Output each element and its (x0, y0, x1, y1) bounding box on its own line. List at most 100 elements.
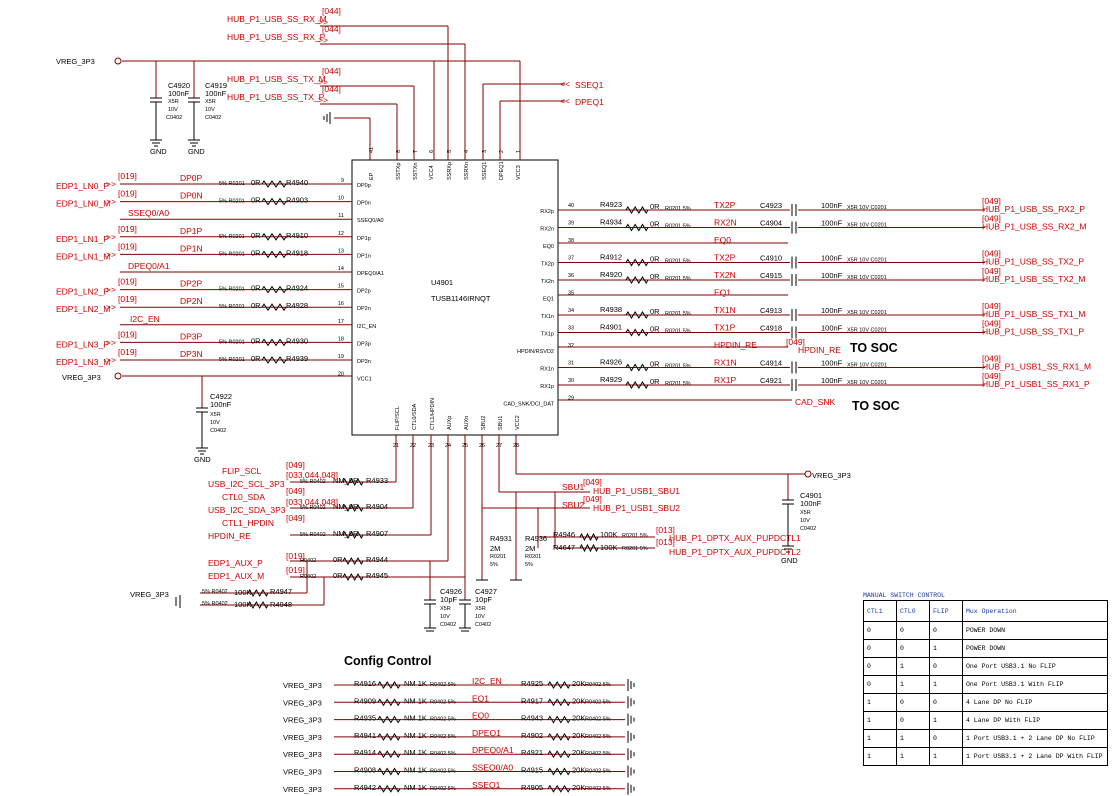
net-label: HUB_P1_USB_SS_RX_P (227, 32, 326, 42)
pin-number: 30 (568, 378, 574, 384)
sheet-ref: [049] (982, 249, 1001, 259)
vreg-label: VREG_3P3 (283, 733, 322, 742)
capacitor-ref: C4914 (760, 359, 782, 368)
sheet-ref: [013] (656, 537, 675, 547)
resistor-value: NM 1K (404, 714, 427, 723)
sheet-ref: [049] (982, 354, 1001, 364)
sheet-ref: [049] (982, 266, 1001, 276)
resistor-symbol (342, 572, 364, 582)
sheet-ref: [049] (583, 477, 602, 487)
pin-number: 3 (482, 150, 488, 153)
resistor-symbol (547, 681, 571, 689)
resistor-value: 100K (600, 530, 618, 539)
net-label: HUB_P1_USB_SS_RX_M (227, 14, 327, 24)
resistor-ref: R4902 (521, 731, 543, 740)
pin-number: 8 (396, 150, 402, 153)
switch-table-cell: 1 (863, 747, 897, 766)
offpage-arrow: >> (106, 197, 116, 207)
capacitor-spec: C0402 (800, 526, 816, 532)
resistor-symbol (625, 311, 649, 319)
resistor-package: 5% R0201 (219, 181, 245, 187)
pin-name: CAD_SNK/DCI_DAT (503, 402, 554, 408)
switch-table-header-cell: Mux Operation (962, 600, 1108, 622)
pin-number: 5 (447, 150, 453, 153)
resistor-symbol (261, 285, 287, 294)
net-label: HUB_P1_USB1_SBU1 (593, 486, 680, 496)
resistor-symbol (625, 276, 649, 284)
resistor-ref: R4917 (521, 696, 543, 705)
resistor-value: 0R (650, 255, 660, 264)
offpage-arrow: >> (318, 35, 328, 45)
vreg-label: VREG_3P3 (283, 681, 322, 690)
sheet-ref: [019] (118, 189, 137, 199)
local-net-label: I2C_EN (130, 314, 160, 324)
switch-table-cell: 1 (896, 657, 930, 676)
resistor-value: 20K (572, 748, 585, 757)
pin-name: DP3p (357, 341, 371, 347)
sheet-ref: [049] (286, 486, 305, 496)
capacitor-value: 100nF (821, 254, 843, 263)
switch-table-cell: 0 (896, 693, 930, 712)
config-net-label: DPEQ0/A1 (472, 745, 514, 755)
pin-number: 11 (338, 213, 344, 219)
resistor-value: 0R (251, 301, 261, 310)
resistor-package: 5% R0201 (219, 251, 245, 257)
local-net-label: DP2P (180, 279, 203, 289)
local-net-label: TX1N (714, 305, 736, 315)
resistor-symbol (625, 328, 649, 337)
resistor-value: 100K (234, 588, 252, 597)
pin-name: SBU1 (498, 416, 504, 430)
pin-name: AUXp (447, 416, 453, 430)
resistor-package: R0402 5% (430, 699, 456, 705)
net-label: HUB_P1_USB1_SS_RX1_P (982, 379, 1090, 389)
capacitor-spec: 10V (475, 614, 485, 620)
pin-number: 15 (338, 284, 344, 290)
capacitor-value: 100nF (821, 219, 843, 228)
resistor-ref: R4934 (600, 218, 622, 227)
pin-number: 23 (428, 443, 434, 449)
pin-number: 27 (496, 443, 502, 449)
switch-table-title: MANUAL SWITCH CONTROL (863, 592, 945, 599)
resistor-ref: R4944 (366, 555, 388, 564)
net-label: HUB_P1_USB_SS_RX2_P (982, 204, 1085, 214)
local-net-label: DP3P (180, 331, 203, 341)
capacitor-ref: C4913 (760, 306, 782, 315)
capacitor-spec: X5R (800, 510, 811, 516)
pin-name: EQ0 (543, 244, 554, 250)
pin-number: 14 (338, 266, 344, 272)
resistor-ref: R4924 (286, 284, 308, 293)
pin-number: 26 (479, 443, 485, 449)
resistor-value: 0R (333, 571, 343, 580)
capacitor-value: 100nF (821, 271, 843, 280)
resistor-value: 2M (490, 544, 500, 553)
pin-number: 40 (568, 203, 574, 209)
switch-table-cell: 0 (863, 657, 897, 676)
resistor-value: 100K (600, 543, 618, 552)
resistor-package: 5% R0201 (219, 357, 245, 363)
resistor-ref: R4929 (600, 375, 622, 384)
capacitor-value: 100nF (821, 376, 843, 385)
capacitor-value: 100nF (210, 400, 232, 409)
capacitor-ref: C4904 (760, 219, 782, 228)
resistor-package: R0201 5% (665, 364, 691, 370)
resistor-value: 0R (650, 360, 660, 369)
resistor-ref: R4941 (354, 731, 376, 740)
net-label: EDP1_LN3_P (56, 339, 109, 349)
offpage-arrow: << (560, 96, 570, 106)
sheet-ref: [049] (982, 319, 1001, 329)
config-net-label: EQ1 (472, 693, 489, 703)
switch-table-cell: One Port USB3.1 With FLIP (962, 675, 1108, 694)
resistor-ref: R4931 (490, 534, 512, 543)
vreg-label: VREG_3P3 (283, 785, 322, 794)
local-net-label: RX2N (714, 218, 737, 228)
switch-table-cell: 0 (896, 711, 930, 730)
resistor-symbol (547, 732, 571, 741)
resistor-package: 5% (490, 562, 498, 568)
sheet-ref: [033,044,048] (286, 497, 338, 507)
pin-number: 35 (568, 291, 574, 297)
net-label: EDP1_LN0_M (56, 199, 110, 209)
resistor-package: 5% R0402 (202, 601, 228, 607)
switch-table-cell: 1 (863, 711, 897, 730)
pin-name: DP0p (357, 183, 371, 189)
capacitor-spec: X5R 10V C0201 (847, 205, 887, 211)
